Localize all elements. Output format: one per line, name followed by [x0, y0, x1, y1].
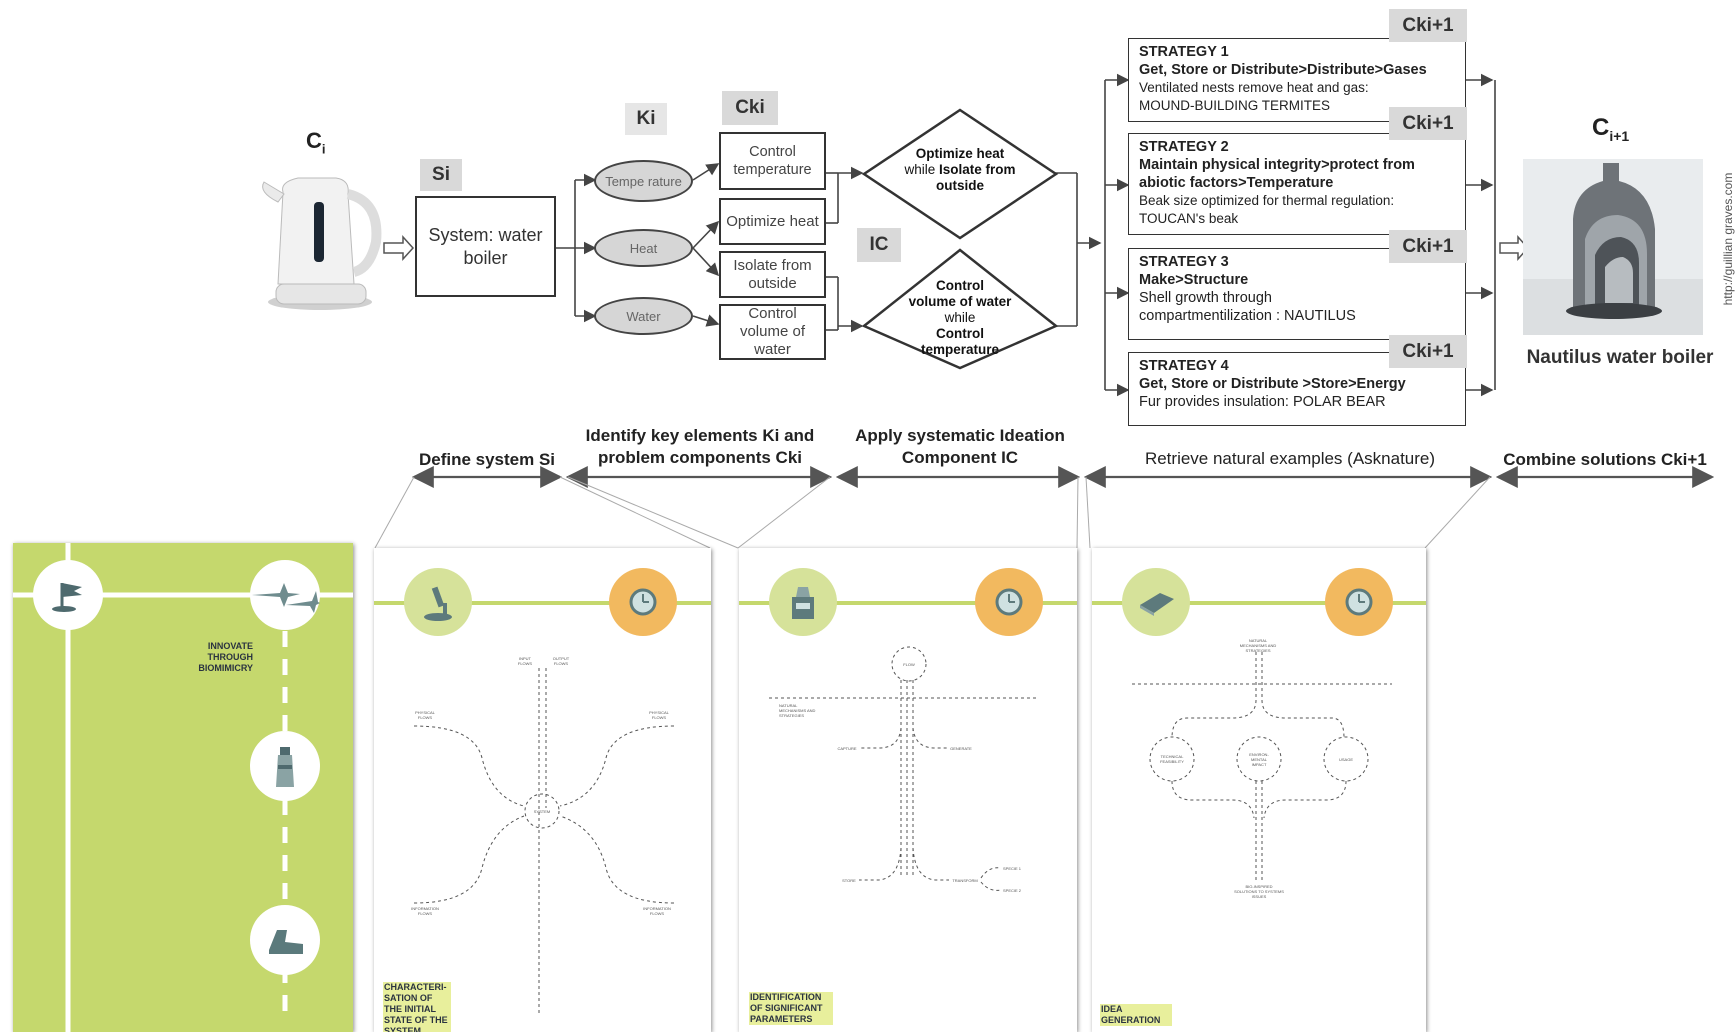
system-box: System: water boiler — [415, 196, 556, 297]
natural-mechanisms-label: NATURAL MECHANISMS AND STRATEGIES — [779, 703, 816, 718]
diamond-optimize-isolate: Optimize heat while Isolate from outside — [904, 146, 1016, 193]
flow-label: FLOW — [903, 662, 915, 667]
diamond-control-water-temperature: Control volume of water while Control te… — [908, 278, 1012, 357]
si-tag: Si — [420, 159, 462, 191]
significant-parameters-panel: FLOW NATURAL MECHANISMS AND STRATEGIES C… — [739, 548, 1077, 1032]
system-label: SYSTEM — [533, 809, 551, 814]
parameters-diagram — [769, 646, 1039, 891]
technical-feasibility-label: TECHNICAL FEASIBILITY — [1160, 754, 1184, 764]
clock-icon-2 — [975, 568, 1043, 636]
microscope-icon — [404, 568, 472, 636]
stage-identify-key-elements: Identify key elements Ki and problem com… — [585, 426, 815, 467]
component-control-temperature: Control temperature — [719, 132, 826, 190]
cover-panel: INNOVATE THROUGH BIOMIMICRY — [13, 543, 353, 1032]
ki-tag: Ki — [625, 103, 667, 135]
stage-retrieve-natural: Retrieve natural examples (Asknature) — [1144, 449, 1436, 468]
cki-tag: Cki — [722, 91, 778, 125]
component-isolate-outside: Isolate from outside — [719, 251, 826, 298]
usage-label: USAGE — [1338, 757, 1353, 762]
cki1-tag-1: Cki+1 — [1389, 9, 1467, 42]
capture-label: CAPTURE — [837, 746, 857, 751]
cki1-tag-4: Cki+1 — [1389, 335, 1467, 368]
cover-text: INNOVATE THROUGH BIOMIMICRY — [198, 641, 253, 673]
credit-url: http://guillian graves.com — [1721, 172, 1735, 306]
result-caption: Nautilus water boiler — [1526, 347, 1714, 368]
idea-diagram — [1132, 652, 1392, 880]
specie-1-label: SPECIE 1 — [1002, 866, 1021, 871]
key-element-temperature: Tempe rature — [594, 160, 693, 202]
physical-flows-left-label: PHYSICAL FLOWS — [415, 710, 435, 720]
specie-2-label: SPECIE 2 — [1002, 888, 1021, 893]
system-characterisation-panel: INPUT FLOWS OUTPUT FLOWS PHYSICAL FLOWS … — [374, 548, 711, 1032]
output-flows-label: OUTPUT FLOWS — [552, 656, 570, 666]
boot-icon — [250, 905, 320, 975]
store-label: STORE — [842, 878, 856, 883]
grinder-icon — [769, 568, 837, 636]
stage-define-system: Define system Si — [418, 450, 556, 469]
information-flows-right-label: INFORMATION FLOWS — [643, 906, 671, 916]
ideation-diamonds — [861, 108, 1059, 370]
kettle-image — [262, 177, 382, 310]
ci-label: Ci — [306, 128, 326, 157]
strategy-2-box: STRATEGY 2 Maintain physical integrity>p… — [1128, 133, 1466, 235]
clock-icon — [609, 568, 677, 636]
natural-mechanisms-label-2: NATURAL MECHANISMS AND STRATEGIES — [1239, 638, 1277, 653]
nautilus-boiler-image — [1523, 159, 1703, 335]
flows-diagram — [413, 668, 675, 1013]
ic-tag: IC — [857, 228, 901, 262]
stage-combine-solutions: Combine solutions Cki+1 — [1503, 450, 1707, 469]
panel3-title: IDEA GENERATION — [1100, 1004, 1172, 1026]
information-flows-left-label: INFORMATION FLOWS — [411, 906, 439, 916]
environmental-impact-label: ENVIRON- MENTAL IMPACT — [1249, 752, 1269, 767]
transform-label: TRANSFORM — [952, 878, 978, 883]
lighthouse-icon — [250, 731, 320, 801]
cki1-tag-3: Cki+1 — [1389, 230, 1467, 263]
stage-apply-ideation: Apply systematic Ideation Component IC — [855, 426, 1065, 467]
clock-icon-3 — [1325, 568, 1393, 636]
strategy-3-box: STRATEGY 3 Make>Structure Shell growth t… — [1128, 248, 1466, 340]
physical-flows-right-label: PHYSICAL FLOWS — [649, 710, 669, 720]
component-control-water: Control volume of water — [719, 304, 826, 360]
panel2-title: IDENTIFICATION OF SIGNIFICANT PARAMETERS — [749, 992, 833, 1025]
generate-label: GENERATE — [950, 746, 972, 751]
bio-inspired-solutions-label: BIO-INSPIRED SOLUTIONS TO SYSTEMS ISSUES — [1234, 884, 1284, 899]
flag-icon — [33, 560, 103, 630]
ci1-label: Ci+1 — [1592, 114, 1630, 144]
panel1-title: CHARACTERI- SATION OF THE INITIAL STATE … — [383, 982, 451, 1032]
strategy-1-box: STRATEGY 1 Get, Store or Distribute>Dist… — [1128, 38, 1466, 122]
component-optimize-heat: Optimize heat — [719, 198, 826, 245]
book-icon — [1122, 568, 1190, 636]
input-flows-label: INPUT FLOWS — [517, 656, 533, 666]
key-element-water: Water — [594, 297, 693, 335]
key-element-heat: Heat — [594, 229, 693, 267]
planes-icon — [250, 560, 320, 630]
idea-generation-panel: NATURAL MECHANISMS AND STRATEGIES TECHNI… — [1092, 548, 1426, 1032]
cki1-tag-2: Cki+1 — [1389, 107, 1467, 140]
